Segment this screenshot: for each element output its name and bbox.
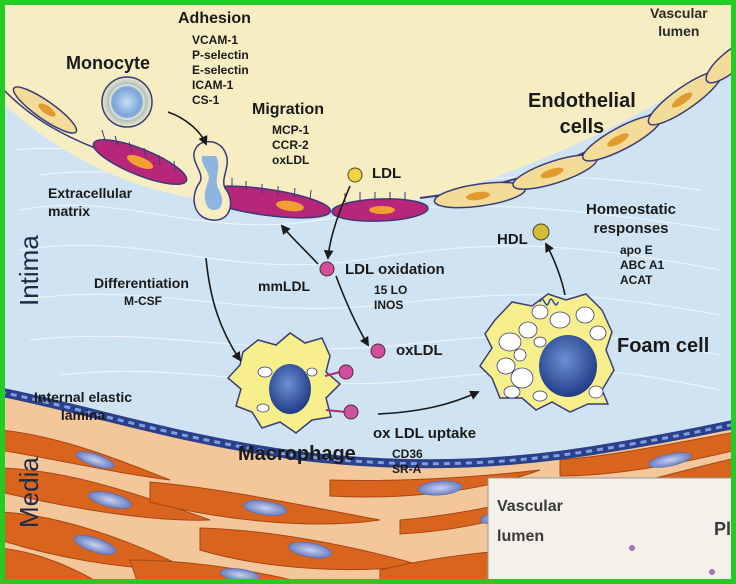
vascular-lumen-line-2: lumen (650, 22, 708, 40)
vascular-lumen-line-1: Vascular (650, 4, 708, 22)
media-label: Media (14, 457, 45, 528)
oxldl-uptake-title: ox LDL uptake (373, 426, 476, 441)
homeostatic-responses-items: apo E ABC A1 ACAT (620, 243, 664, 288)
homeostatic-item: ABC A1 (620, 258, 664, 273)
adhesion-item: P-selectin (192, 48, 249, 63)
macrophage-label: Macrophage (238, 444, 356, 464)
foam-cell-label: Foam cell (617, 336, 709, 356)
monocyte-cell (102, 77, 152, 127)
inset-fragment-label: Pl (714, 520, 731, 538)
homeostatic-title-line-2: responses (586, 219, 676, 238)
mmldl-particle (320, 262, 334, 276)
extracellular-matrix-label: Extracellular matrix (48, 184, 132, 220)
oxldl-particle (371, 344, 385, 358)
migration-item: CCR-2 (272, 138, 309, 153)
adhesion-item: CS-1 (192, 93, 249, 108)
differentiation-label: Differentiation (94, 276, 189, 290)
internal-elastic-lamina-label: Internal elastic lamina (34, 388, 132, 424)
monocyte-label: Monocyte (66, 54, 150, 72)
adhesion-title: Adhesion (178, 11, 251, 27)
ldl-oxidation-item: 15 LO (374, 283, 407, 298)
adhesion-molecules: VCAM-1 P-selectin E-selectin ICAM-1 CS-1 (192, 33, 249, 108)
oxldl-uptake-item: SR-A (392, 462, 423, 477)
homeostatic-item: ACAT (620, 273, 664, 288)
homeostatic-title-line-1: Homeostatic (586, 200, 676, 219)
oxldl-uptake-receptors: CD36 SR-A (392, 447, 423, 477)
internal-elastic-lamina-line-2: lamina (34, 406, 132, 424)
mmldl-label: mmLDL (258, 279, 310, 293)
endothelial-cells-line-2: cells (528, 114, 636, 140)
migration-item: oxLDL (272, 153, 309, 168)
ldl-label: LDL (372, 166, 401, 181)
adhesion-item: VCAM-1 (192, 33, 249, 48)
mcsf-label: M-CSF (124, 294, 162, 309)
extracellular-matrix-line-2: matrix (48, 202, 132, 220)
hdl-particle (533, 224, 549, 240)
adhesion-item: ICAM-1 (192, 78, 249, 93)
endothelial-cells-label: Endothelial cells (528, 88, 636, 140)
intima-label: Intima (14, 235, 45, 306)
vascular-lumen-label: Vascular lumen (650, 4, 708, 40)
ldl-oxidation-enzymes: 15 LO INOS (374, 283, 407, 313)
oxldl-label: oxLDL (396, 343, 443, 358)
migration-molecules: MCP-1 CCR-2 oxLDL (272, 123, 309, 168)
inset-vascular-lumen-label: Vascular lumen (497, 492, 563, 552)
migration-title: Migration (252, 102, 324, 118)
adhesion-item: E-selectin (192, 63, 249, 78)
inset-lumen-line-1: Vascular (497, 492, 563, 522)
oxldl-uptake-item: CD36 (392, 447, 423, 462)
hdl-label: HDL (497, 232, 528, 247)
inset-lumen-line-2: lumen (497, 522, 563, 552)
extracellular-matrix-line-1: Extracellular (48, 184, 132, 202)
internal-elastic-lamina-line-1: Internal elastic (34, 388, 132, 406)
homeostatic-responses-title: Homeostatic responses (586, 200, 676, 238)
ldl-particle (348, 168, 362, 182)
homeostatic-item: apo E (620, 243, 664, 258)
ldl-oxidation-item: INOS (374, 298, 407, 313)
migration-item: MCP-1 (272, 123, 309, 138)
ldl-oxidation-title: LDL oxidation (345, 262, 445, 277)
endothelial-cells-line-1: Endothelial (528, 88, 636, 114)
